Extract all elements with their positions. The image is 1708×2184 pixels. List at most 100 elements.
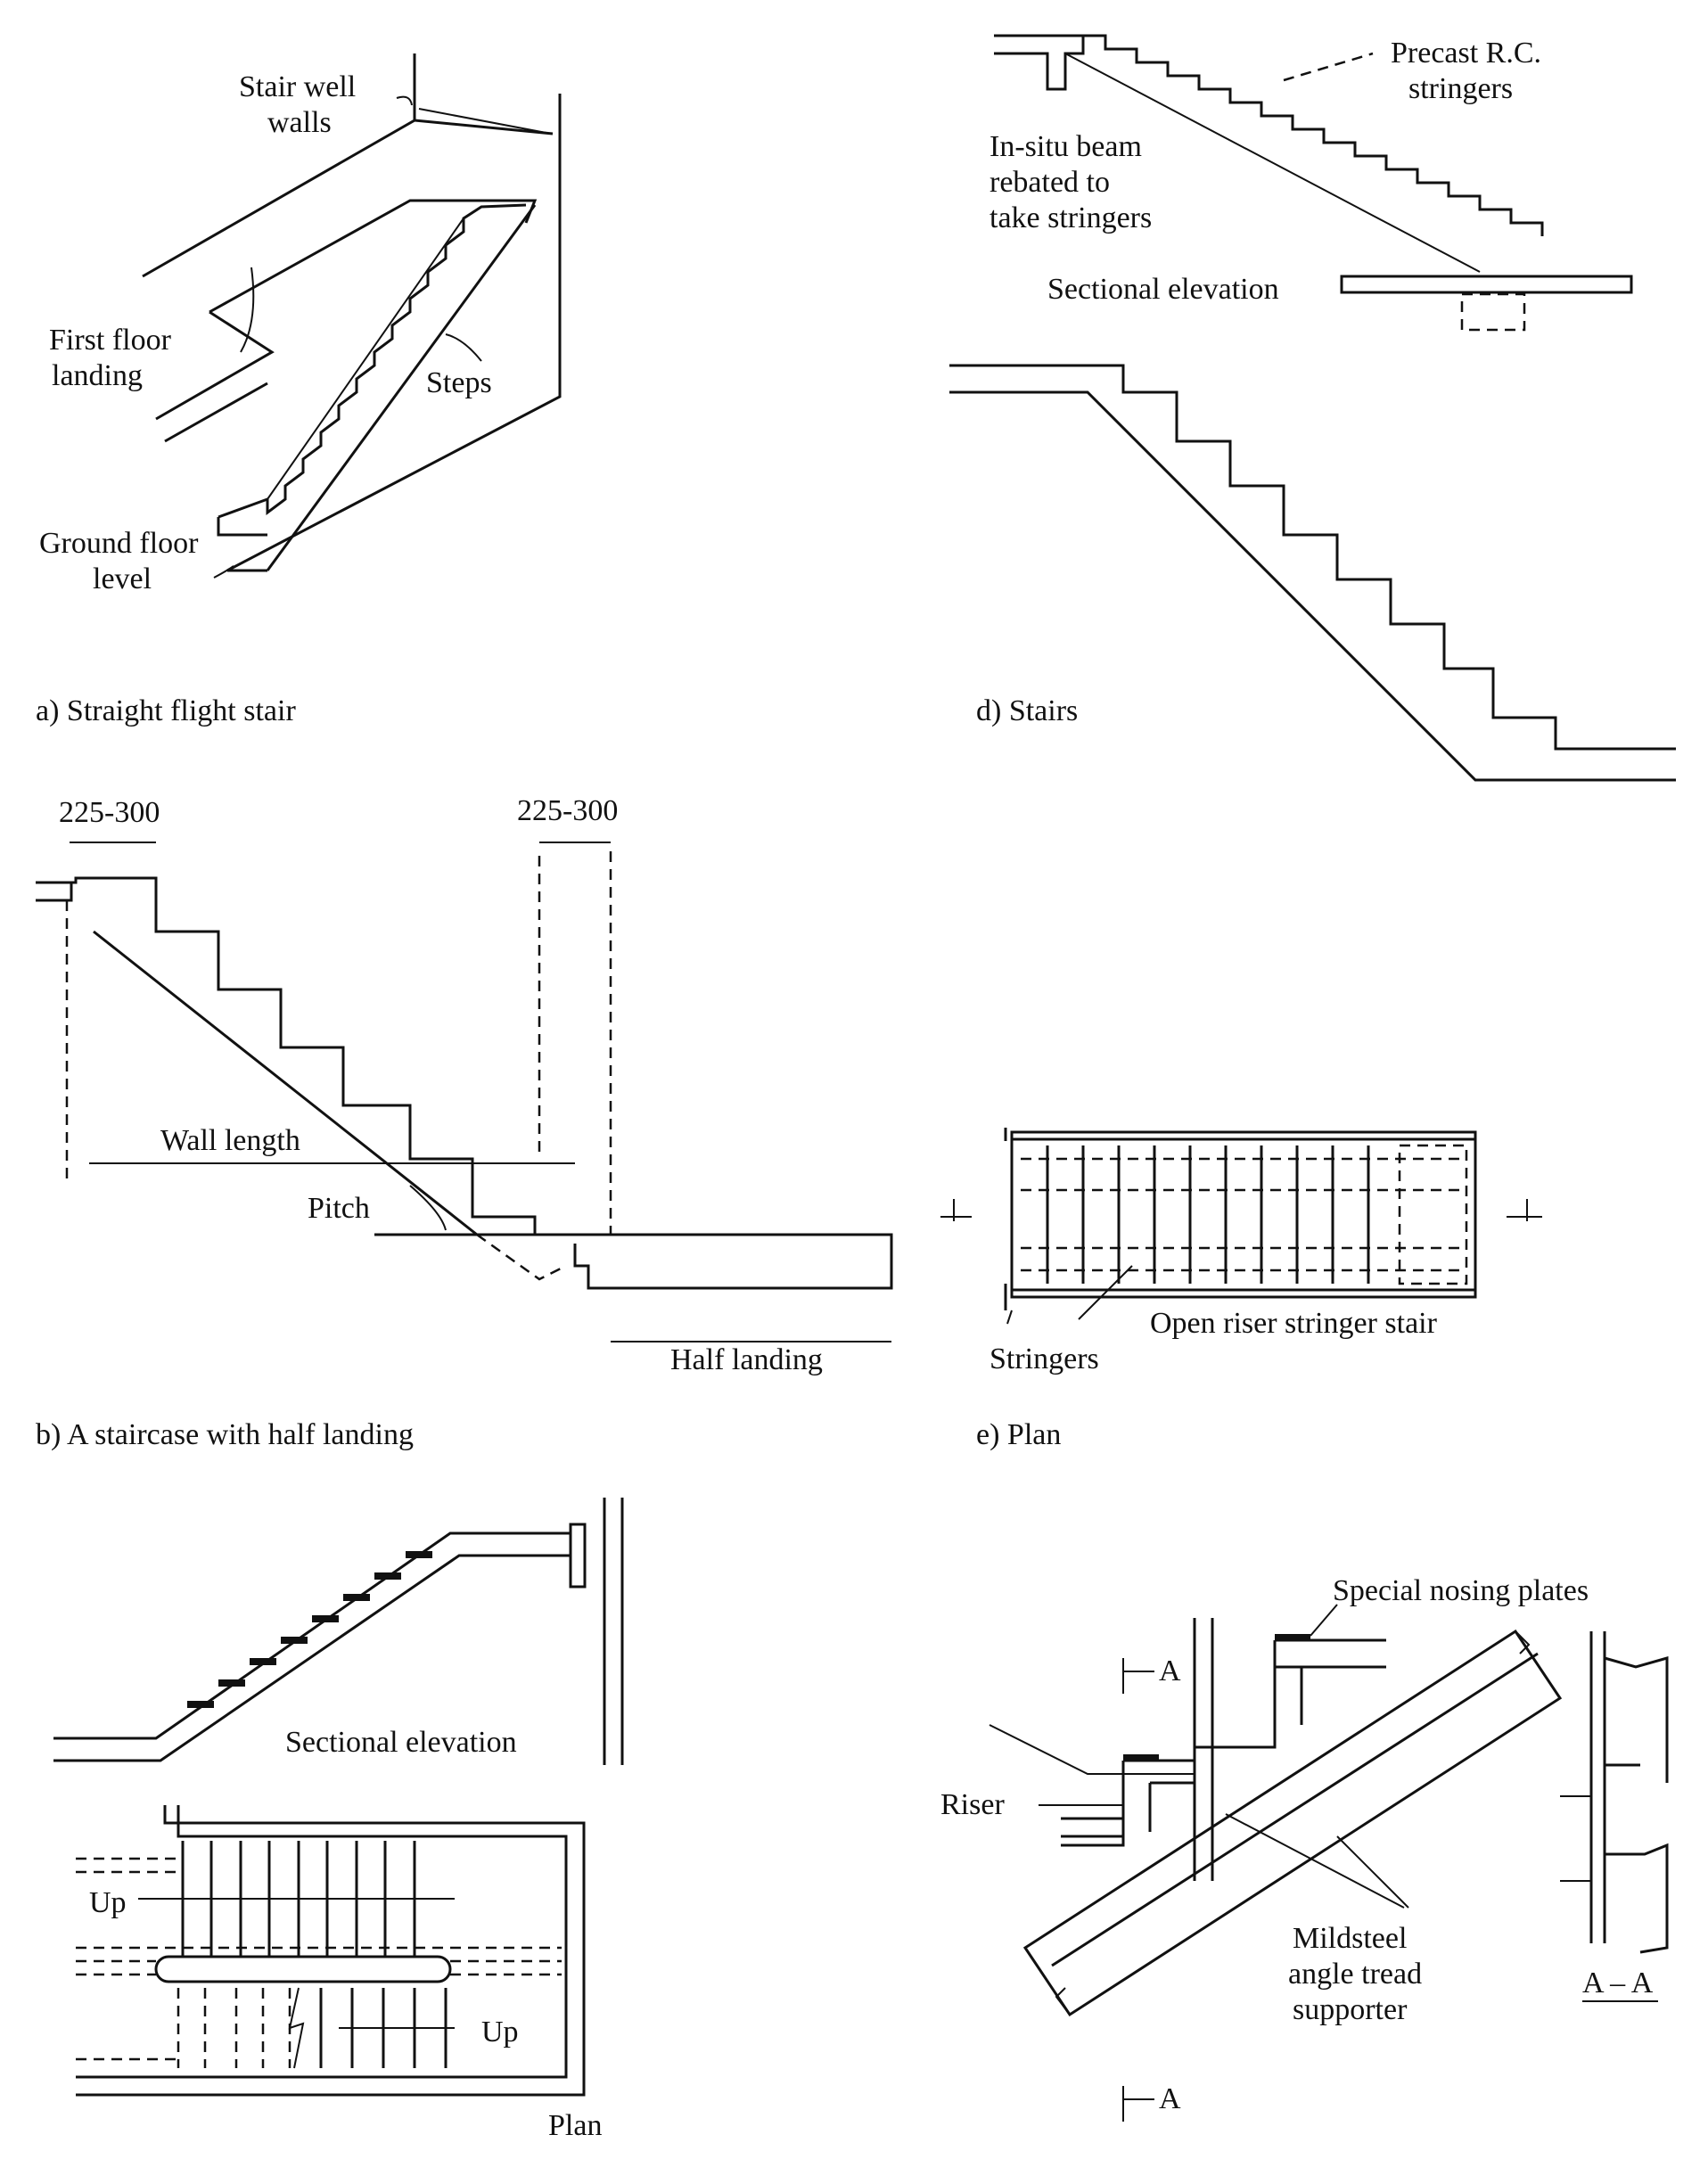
landing-side-edge bbox=[164, 382, 268, 443]
stairs-soffit bbox=[949, 390, 1676, 782]
landing-front-edge bbox=[155, 310, 275, 421]
pitch-arc bbox=[409, 1185, 447, 1231]
nosing-plate-lower bbox=[1123, 1754, 1159, 1761]
label-riser: Riser bbox=[940, 1788, 1005, 1821]
label-insitu-1: In-situ beam bbox=[989, 130, 1142, 163]
in-situ-beam bbox=[994, 34, 1085, 91]
bottom-step bbox=[217, 517, 267, 537]
label-ground-floor: Ground floor bbox=[39, 527, 199, 560]
label-sectional-elevation-c: Sectional elevation bbox=[285, 1726, 517, 1759]
label-up-upper: Up bbox=[89, 1886, 127, 1919]
label-insitu-2: rebated to bbox=[989, 166, 1110, 199]
section-aa-profile bbox=[1604, 1656, 1669, 1954]
label-section-a-top: A bbox=[1159, 1654, 1181, 1687]
leader-stair-well bbox=[396, 95, 413, 106]
plan-treads bbox=[1046, 1145, 1370, 1284]
label-steps: Steps bbox=[426, 366, 492, 399]
leader-ground-floor bbox=[213, 565, 234, 579]
panel-a-straight-flight-stair: Stair well walls First floor landing Ste… bbox=[36, 53, 562, 727]
half-landing-slab bbox=[374, 1233, 893, 1290]
flight-steps-profile bbox=[218, 203, 527, 519]
plan-lower-dashed-treads bbox=[177, 1988, 292, 2068]
label-stair-well: Stair well bbox=[239, 70, 356, 103]
caption-b: b) A staircase with half landing bbox=[36, 1418, 414, 1451]
precast-tread-profile bbox=[1083, 34, 1544, 236]
label-dim-right: 225-300 bbox=[517, 794, 618, 827]
label-up-lower: Up bbox=[481, 2016, 519, 2049]
label-section-aa: A – A bbox=[1582, 1966, 1654, 1999]
label-half-landing: Half landing bbox=[670, 1343, 823, 1376]
label-precast-2: stringers bbox=[1408, 72, 1513, 105]
elevation-end-wall bbox=[569, 1523, 587, 1589]
plan-stringers bbox=[1012, 1137, 1475, 1292]
section-aa-arrows bbox=[1560, 1795, 1591, 1882]
mildsteel-leaders bbox=[1225, 1813, 1409, 1909]
stairs-step-profile bbox=[949, 364, 1676, 751]
elevation-wall bbox=[603, 1498, 624, 1765]
plan-dashed-runs bbox=[1021, 1157, 1462, 1272]
label-section-a-bottom: A bbox=[1159, 2082, 1181, 2115]
angle-break-marks bbox=[1055, 1630, 1531, 2016]
special-nosing-leader bbox=[1310, 1604, 1338, 1637]
wall-dimension-line bbox=[418, 108, 552, 135]
section-a-top-marker bbox=[1122, 1658, 1154, 1694]
angle-inner-edge bbox=[1051, 1652, 1539, 1967]
caption-e: e) Plan bbox=[976, 1418, 1061, 1451]
label-insitu-3: take stringers bbox=[989, 201, 1152, 234]
panel-f-nosing-detail: A A Special nosing plates Riser Mildstee… bbox=[940, 1574, 1669, 2122]
label-plan: Plan bbox=[548, 2109, 602, 2142]
label-first-floor: First floor bbox=[49, 324, 172, 357]
label-wall-length: Wall length bbox=[160, 1124, 300, 1157]
lower-floor-lines bbox=[1061, 1817, 1123, 1838]
elevation-soffit bbox=[53, 1554, 571, 1762]
label-landing: landing bbox=[52, 359, 143, 392]
sectional-elevation-slab bbox=[1340, 275, 1633, 294]
landing-beam-dashed bbox=[1460, 292, 1526, 332]
panel-b-half-landing: 225-300 225-300 Wall length Pitch Half l… bbox=[36, 794, 893, 1451]
nosing-plate-upper bbox=[1275, 1634, 1310, 1641]
section-aa-plate bbox=[1589, 1631, 1606, 1943]
plan-handrail-wall bbox=[154, 1955, 452, 1983]
stringers-leader bbox=[1006, 1265, 1133, 1325]
wall-top-edge bbox=[414, 119, 554, 135]
leader-first-floor bbox=[240, 267, 255, 353]
plan-inner-wall bbox=[76, 1805, 568, 2079]
label-special-nosing: Special nosing plates bbox=[1333, 1574, 1589, 1607]
plan-outer-wall bbox=[76, 1805, 586, 2097]
panel-c-elevation-and-plan: Sectional elevation Up Up Plan bbox=[53, 1498, 624, 2142]
caption-a: a) Straight flight stair bbox=[36, 694, 296, 727]
caption-d: d) Stairs bbox=[976, 694, 1078, 727]
label-pitch: Pitch bbox=[308, 1192, 370, 1225]
leader-precast bbox=[1283, 52, 1374, 82]
label-sectional-elevation-d: Sectional elevation bbox=[1047, 273, 1279, 306]
half-landing-soffit bbox=[93, 930, 478, 1236]
panel-e-plan: Open riser stringer stair Stringers e) P… bbox=[940, 1128, 1542, 1451]
stair-stringer-slope bbox=[266, 204, 537, 571]
label-stringers: Stringers bbox=[989, 1342, 1099, 1375]
section-markers bbox=[940, 1199, 1542, 1221]
label-mildsteel-3: supporter bbox=[1293, 1993, 1408, 2026]
break-line bbox=[288, 1987, 305, 2069]
section-a-bottom-marker bbox=[1122, 2086, 1154, 2122]
label-dim-left: 225-300 bbox=[59, 796, 160, 829]
label-mildsteel-1: Mildsteel bbox=[1293, 1922, 1407, 1955]
label-open-riser: Open riser stringer stair bbox=[1150, 1307, 1438, 1340]
precast-stringer-soffit bbox=[1064, 53, 1481, 273]
plan-landing-dashed bbox=[1398, 1144, 1468, 1285]
mild-steel-angle bbox=[1022, 1629, 1563, 2017]
leader-steps bbox=[445, 333, 482, 362]
half-landing-steps-profile bbox=[36, 876, 537, 1235]
label-level: level bbox=[93, 562, 152, 595]
plan-stair-outline bbox=[1010, 1130, 1477, 1299]
vertical-post bbox=[1193, 1618, 1214, 1881]
label-mildsteel-2: angle tread bbox=[1288, 1958, 1422, 1991]
label-precast-1: Precast R.C. bbox=[1391, 37, 1541, 70]
step-nosing-line bbox=[267, 218, 464, 500]
panel-d-stairs: Precast R.C. stringers In-situ beam reba… bbox=[949, 34, 1676, 782]
first-floor-landing-edge bbox=[209, 199, 538, 314]
label-walls: walls bbox=[267, 106, 332, 139]
elevation-flight bbox=[53, 1531, 571, 1740]
upper-nosing-block bbox=[1195, 1638, 1386, 1749]
